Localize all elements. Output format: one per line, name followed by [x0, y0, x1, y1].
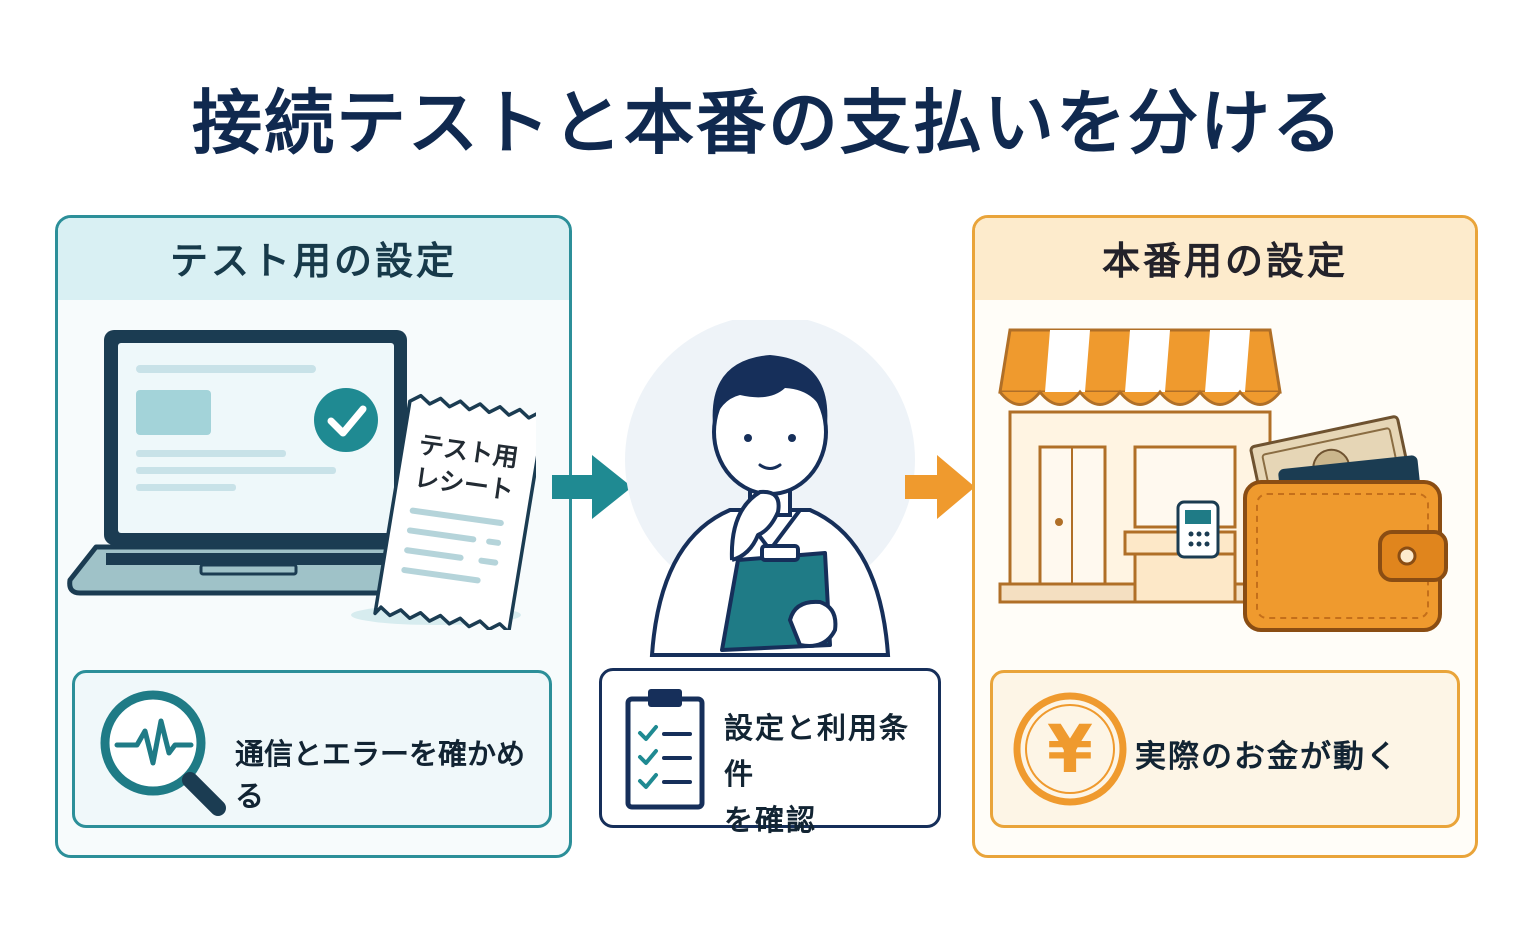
production-settings-header: 本番用の設定 [975, 218, 1475, 300]
confirm-info-text: 設定と利用条件 を確認 [724, 705, 934, 843]
yen-coin-icon: ¥ [1013, 692, 1127, 806]
check-icon [314, 388, 378, 452]
store-icon [998, 328, 1448, 632]
yen-symbol: ¥ [1047, 711, 1093, 788]
wallet-icon [1243, 415, 1448, 632]
teal-arrow-icon [552, 455, 632, 519]
receipt-icon: テスト用 レシート [373, 393, 536, 630]
page-title: 接続テストと本番の支払いを分ける [192, 82, 1344, 164]
production-info-text: 実際のお金が動く [1135, 739, 1399, 775]
laptop-icon: テスト用 レシート [67, 330, 536, 630]
orange-arrow-icon [905, 455, 975, 519]
test-info-text: 通信とエラーを確かめる [235, 737, 526, 813]
production-info-box: ¥ 実際のお金が動く [990, 670, 1460, 828]
test-info-box: 通信とエラーを確かめる [72, 670, 552, 828]
confirm-info-line1: 設定と利用条件 [724, 711, 911, 791]
person-icon [625, 320, 915, 657]
confirm-info-line2: を確認 [724, 803, 818, 837]
checklist-icon [625, 689, 705, 810]
magnifier-pulse-icon [100, 690, 226, 816]
test-settings-header: テスト用の設定 [58, 218, 569, 300]
confirm-info-box: 設定と利用条件 を確認 [599, 668, 941, 837]
